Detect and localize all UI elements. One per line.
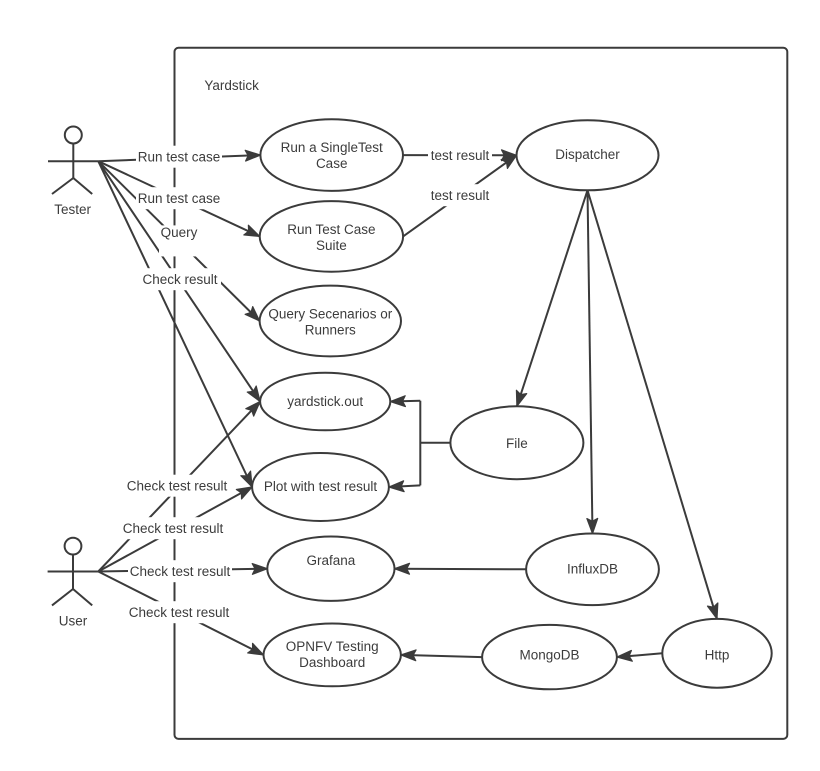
svg-text:test result: test result bbox=[431, 188, 490, 203]
svg-text:OPNFV Testing: OPNFV Testing bbox=[286, 639, 379, 654]
svg-text:Query Secenarios or: Query Secenarios or bbox=[268, 307, 392, 322]
svg-text:Dispatcher: Dispatcher bbox=[555, 147, 620, 162]
svg-text:Plot with test result: Plot with test result bbox=[264, 479, 378, 494]
svg-text:File: File bbox=[506, 436, 528, 451]
svg-text:Run a SingleTest: Run a SingleTest bbox=[281, 140, 383, 155]
svg-text:Http: Http bbox=[705, 647, 730, 662]
svg-text:Run test case: Run test case bbox=[138, 150, 221, 165]
svg-text:Check test result: Check test result bbox=[130, 564, 231, 579]
svg-text:Yardstick: Yardstick bbox=[204, 78, 259, 93]
svg-text:Tester: Tester bbox=[54, 202, 91, 217]
svg-text:Check test result: Check test result bbox=[129, 605, 230, 620]
svg-text:Check result: Check result bbox=[142, 272, 217, 287]
svg-text:Query: Query bbox=[161, 225, 198, 240]
svg-text:Suite: Suite bbox=[316, 238, 347, 253]
svg-text:Check test result: Check test result bbox=[127, 479, 228, 494]
svg-text:MongoDB: MongoDB bbox=[519, 647, 579, 662]
svg-text:Runners: Runners bbox=[305, 323, 356, 338]
svg-text:InfluxDB: InfluxDB bbox=[567, 562, 618, 577]
svg-text:Case: Case bbox=[316, 156, 348, 171]
svg-text:User: User bbox=[59, 614, 88, 629]
svg-text:Run Test Case: Run Test Case bbox=[287, 222, 375, 237]
svg-text:Dashboard: Dashboard bbox=[299, 655, 365, 670]
svg-text:test result: test result bbox=[431, 148, 490, 163]
svg-text:Run test case: Run test case bbox=[138, 191, 221, 206]
svg-text:Check test result: Check test result bbox=[123, 521, 224, 536]
svg-text:yardstick.out: yardstick.out bbox=[287, 394, 363, 409]
svg-text:Grafana: Grafana bbox=[307, 553, 356, 568]
